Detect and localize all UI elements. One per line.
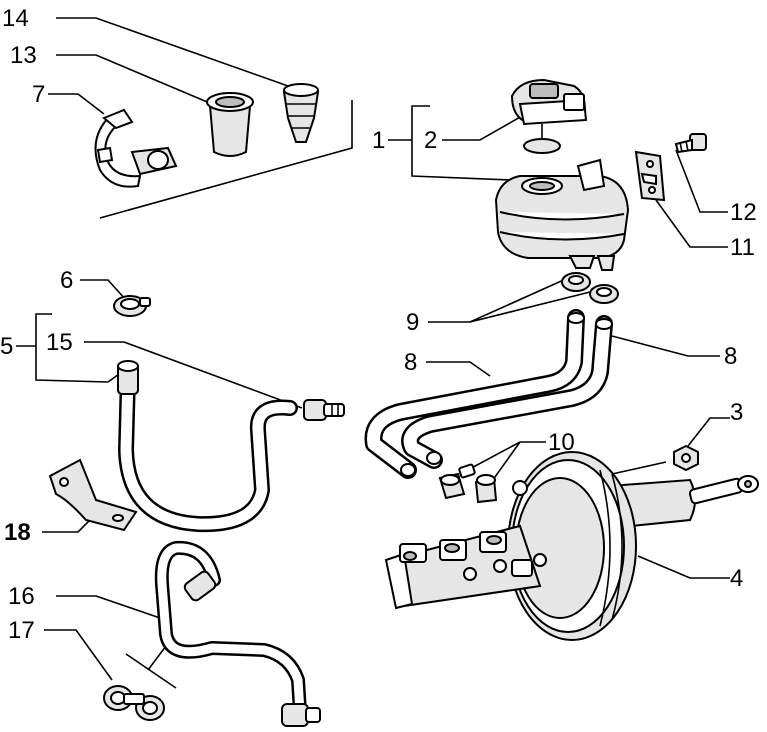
label-3: 3 <box>730 399 743 426</box>
part-14-grommet <box>282 83 320 143</box>
part-7-clip <box>94 108 178 188</box>
part-9-hose-clamps <box>561 272 619 304</box>
label-7: 7 <box>32 81 45 108</box>
part-15-connector <box>303 399 345 421</box>
part-8-hoses <box>364 309 613 479</box>
leader-lines <box>16 17 730 689</box>
label-10: 10 <box>548 429 575 456</box>
label-12: 12 <box>730 199 757 226</box>
label-15: 15 <box>46 329 73 356</box>
callout-labels: 14 13 7 1 2 12 11 6 5 15 9 8 8 10 3 4 18… <box>0 5 757 644</box>
label-18: 18 <box>4 519 31 546</box>
label-8-right: 8 <box>724 343 737 370</box>
part-5-vacuum-hose <box>117 360 298 533</box>
label-11: 11 <box>730 234 755 261</box>
label-9: 9 <box>406 309 419 336</box>
part-4-brake-booster <box>384 451 759 641</box>
label-17: 17 <box>8 617 35 644</box>
label-6: 6 <box>60 267 73 294</box>
label-14: 14 <box>2 5 29 32</box>
part-2-reservoir-cap <box>510 78 588 154</box>
part-16-pipe <box>154 540 321 727</box>
label-13: 13 <box>10 42 37 69</box>
label-1: 1 <box>372 127 385 154</box>
label-4: 4 <box>730 565 743 592</box>
part-3-nut <box>673 444 699 472</box>
label-8-left: 8 <box>404 349 417 376</box>
part-11-bracket-plate <box>634 150 666 202</box>
label-16: 16 <box>8 583 35 610</box>
part-18-bracket <box>48 458 138 532</box>
label-2: 2 <box>424 127 437 154</box>
part-6-clamp <box>113 295 151 317</box>
part-13-cap <box>206 92 254 157</box>
label-5: 5 <box>0 333 13 360</box>
part-12-screw <box>674 133 707 154</box>
part-10-fittings <box>438 463 498 504</box>
part-1-fluid-reservoir <box>494 158 630 271</box>
part-17-double-clip <box>103 685 165 721</box>
